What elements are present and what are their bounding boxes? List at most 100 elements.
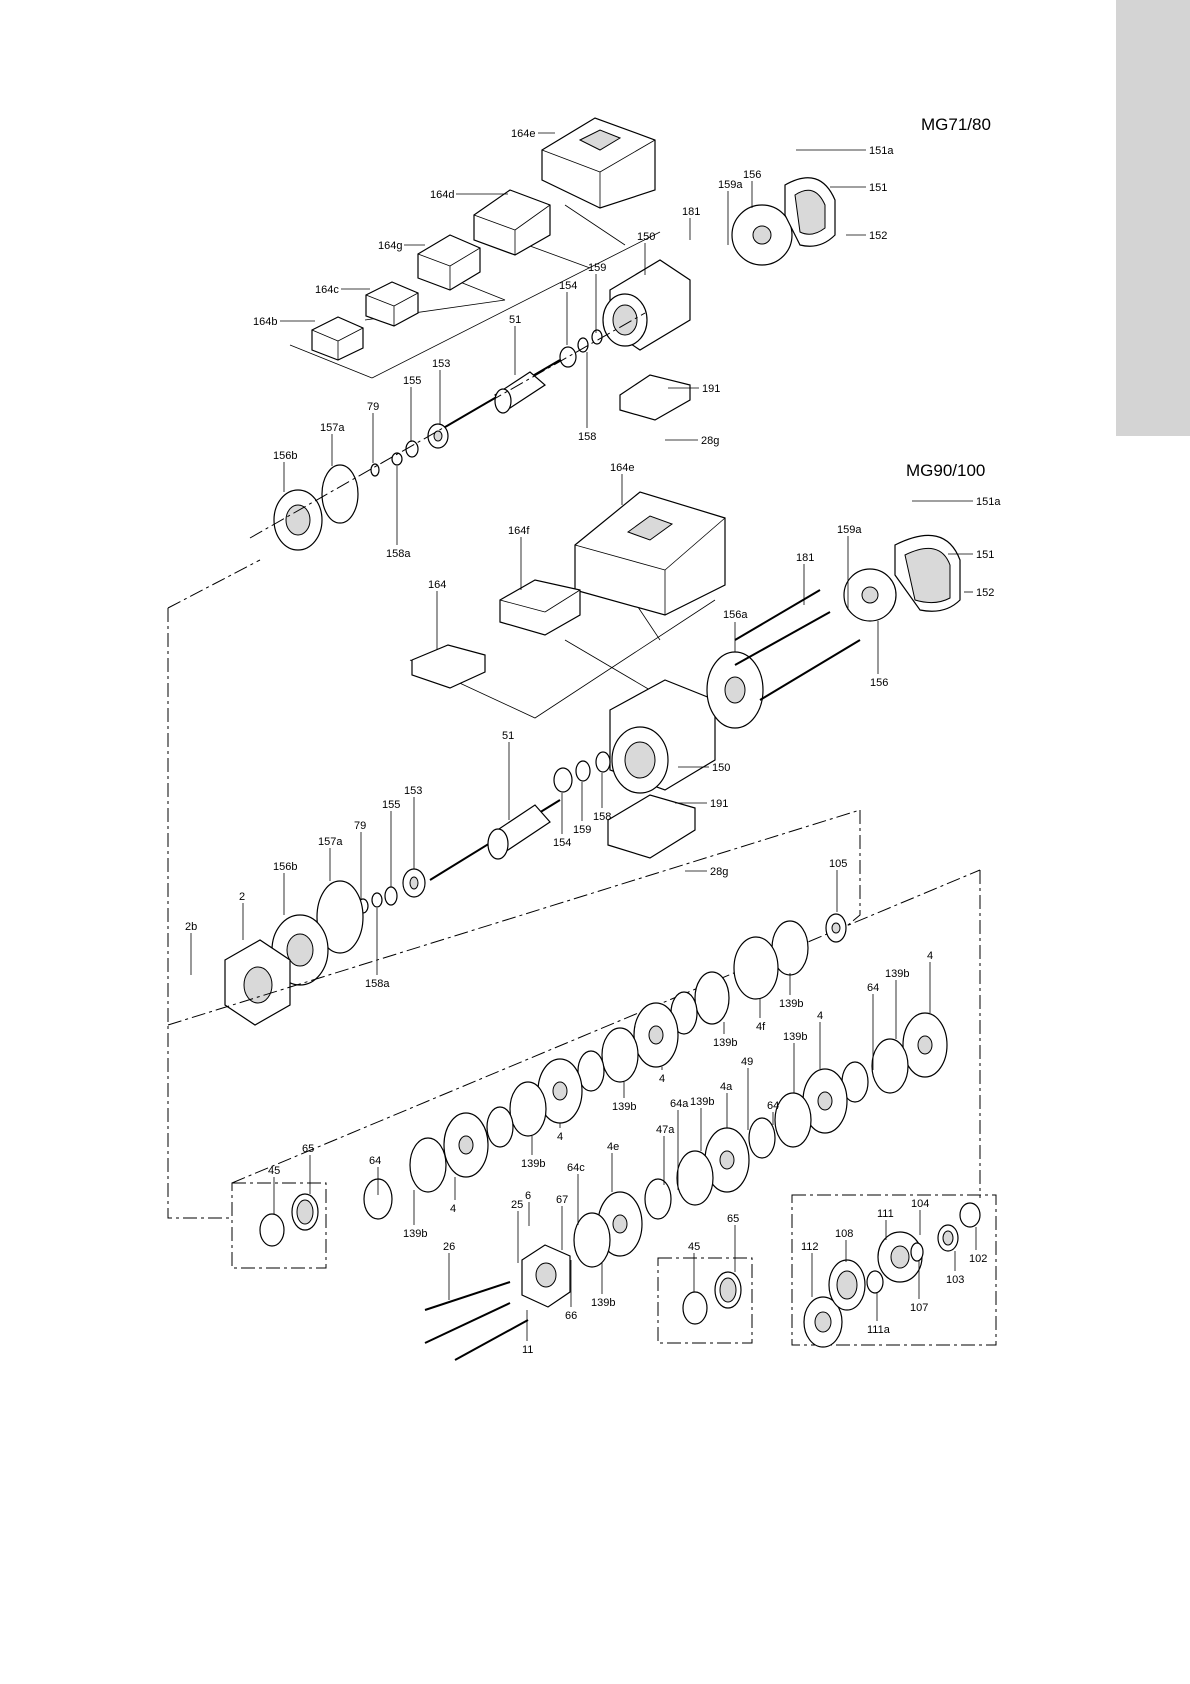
part-label: 4e [607, 1141, 619, 1153]
part-label: 4 [557, 1131, 563, 1143]
part-label: 164b [253, 316, 277, 328]
section-title-mg71-80: MG71/80 [921, 115, 991, 134]
part-label: 111 [877, 1208, 894, 1220]
part-label: 156 [743, 169, 761, 181]
part-label: 139b [612, 1101, 636, 1113]
part-label: 65 [302, 1143, 314, 1155]
part-label: 108 [835, 1228, 853, 1240]
part-label: 139b [521, 1158, 545, 1170]
part-label: 49 [741, 1056, 753, 1068]
part-label: 79 [367, 401, 379, 413]
part-label: 164f [508, 525, 530, 537]
part-label: 158 [593, 811, 611, 823]
part-label: 28g [710, 866, 728, 878]
part-label: 28g [701, 435, 719, 447]
part-label: 155 [403, 375, 421, 387]
mg90-100-assembly [167, 491, 981, 1219]
part-label: 67 [556, 1194, 568, 1206]
part-label: 151a [976, 496, 1001, 508]
part-label: 152 [976, 587, 994, 599]
section-side-tab [1116, 0, 1190, 436]
part-label: 139b [783, 1031, 807, 1043]
part-label: 152 [869, 230, 887, 242]
mg90-100-labels: 164e 164f 164 151a 159a 181 151 152 156a… [185, 462, 1001, 990]
part-label: 157a [320, 422, 345, 434]
part-label: 66 [565, 1310, 577, 1322]
part-label: 79 [354, 820, 366, 832]
part-label: 156 [870, 677, 888, 689]
part-label: 139b [591, 1297, 615, 1309]
hydraulic-stack [231, 913, 997, 1361]
part-label: 6 [525, 1190, 531, 1202]
part-label: 150 [637, 231, 655, 243]
mg71-80-assembly [249, 117, 836, 551]
part-label: 64 [767, 1100, 779, 1112]
part-label: 164c [315, 284, 339, 296]
part-label: 151 [869, 182, 887, 194]
part-label: 64 [369, 1155, 381, 1167]
part-label: 150 [712, 762, 730, 774]
part-label: 45 [688, 1241, 700, 1253]
part-label: 111a [867, 1324, 891, 1336]
part-label: 139b [403, 1228, 427, 1240]
part-label: 25 [511, 1199, 523, 1211]
part-label: 156b [273, 450, 297, 462]
part-label: 153 [404, 785, 422, 797]
part-label: 159a [837, 524, 862, 536]
part-label: 191 [710, 798, 728, 810]
section-title-mg90-100: MG90/100 [906, 461, 985, 480]
part-label: 11 [522, 1344, 533, 1356]
part-label: 164 [428, 579, 446, 591]
part-label: 4a [720, 1081, 733, 1093]
part-label: 154 [559, 280, 577, 292]
part-label: 102 [969, 1253, 987, 1265]
part-label: 191 [702, 383, 720, 395]
part-label: 139b [885, 968, 909, 980]
part-label: 157a [318, 836, 343, 848]
part-label: 51 [502, 730, 514, 742]
part-label: 103 [946, 1274, 964, 1286]
part-label: 151a [869, 145, 894, 157]
part-label: 153 [432, 358, 450, 370]
part-label: 47a [656, 1124, 675, 1136]
part-label: 64c [567, 1162, 585, 1174]
part-label: 139b [779, 998, 803, 1010]
part-label: 156a [723, 609, 748, 621]
part-label: 139b [713, 1037, 737, 1049]
part-label: 181 [682, 206, 700, 218]
part-label: 156b [273, 861, 297, 873]
part-label: 164e [511, 128, 535, 140]
part-label: 151 [976, 549, 994, 561]
part-label: 112 [801, 1241, 819, 1253]
part-label: 107 [910, 1302, 928, 1314]
part-label: 159 [573, 824, 591, 836]
part-label: 164d [430, 189, 454, 201]
part-label: 4f [756, 1021, 766, 1033]
part-label: 164g [378, 240, 402, 252]
part-label: 4 [450, 1203, 456, 1215]
part-label: 26 [443, 1241, 455, 1253]
part-label: 104 [911, 1198, 929, 1210]
hydraulic-labels: 105 139b 4f 139b 4 139b 4 139b 4 64 139b… [268, 858, 987, 1356]
part-label: 158 [578, 431, 596, 443]
part-label: 65 [727, 1213, 739, 1225]
part-label: 139b [690, 1096, 714, 1108]
part-label: 158a [365, 978, 390, 990]
part-label: 45 [268, 1165, 280, 1177]
part-label: 64a [670, 1098, 689, 1110]
part-label: 159 [588, 262, 606, 274]
part-label: 155 [382, 799, 400, 811]
part-label: 154 [553, 837, 571, 849]
part-label: 105 [829, 858, 847, 870]
part-label: 51 [509, 314, 521, 326]
part-label: 64 [867, 982, 879, 994]
part-label: 2b [185, 921, 197, 933]
part-label: 164e [610, 462, 634, 474]
part-label: 158a [386, 548, 411, 560]
part-label: 4 [659, 1073, 665, 1085]
part-label: 181 [796, 552, 814, 564]
part-label: 4 [817, 1010, 823, 1022]
mg71-80-labels: 164e 164d 164g 164c 164b 181 150 159a 15… [253, 128, 894, 560]
part-label: 4 [927, 950, 933, 962]
